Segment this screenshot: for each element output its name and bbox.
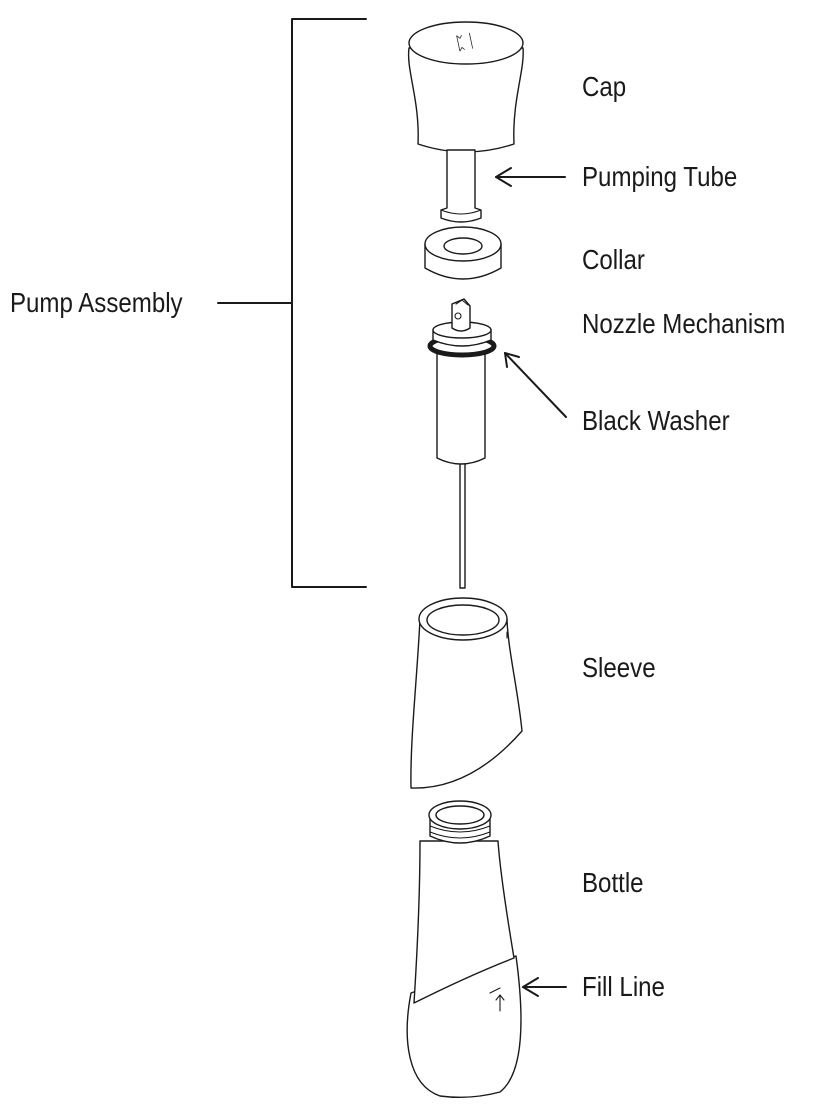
pumping-tube-leader	[495, 167, 566, 187]
cap-part: ᛈᛁ	[407, 21, 524, 153]
bottle-part	[406, 800, 522, 1099]
pumping-tube-part	[440, 149, 482, 223]
label-cap: Cap	[582, 70, 626, 102]
label-fill-line: Fill Line	[582, 970, 665, 1002]
nozzle-mechanism-part	[427, 298, 497, 589]
pump-assembly-bracket	[217, 18, 367, 588]
fill-line-leader	[522, 977, 567, 997]
cap-logo: ᛈᛁ	[453, 30, 479, 55]
label-pump-assembly: Pump Assembly	[10, 286, 183, 318]
label-sleeve: Sleeve	[582, 651, 656, 683]
label-nozzle-mechanism: Nozzle Mechanism	[582, 307, 785, 339]
label-collar: Collar	[582, 243, 645, 275]
black-washer-leader	[504, 352, 567, 418]
label-pumping-tube: Pumping Tube	[582, 160, 737, 192]
label-bottle: Bottle	[582, 866, 644, 898]
collar-part	[424, 226, 502, 280]
sleeve-part	[410, 597, 523, 789]
label-black-washer: Black Washer	[582, 404, 730, 436]
